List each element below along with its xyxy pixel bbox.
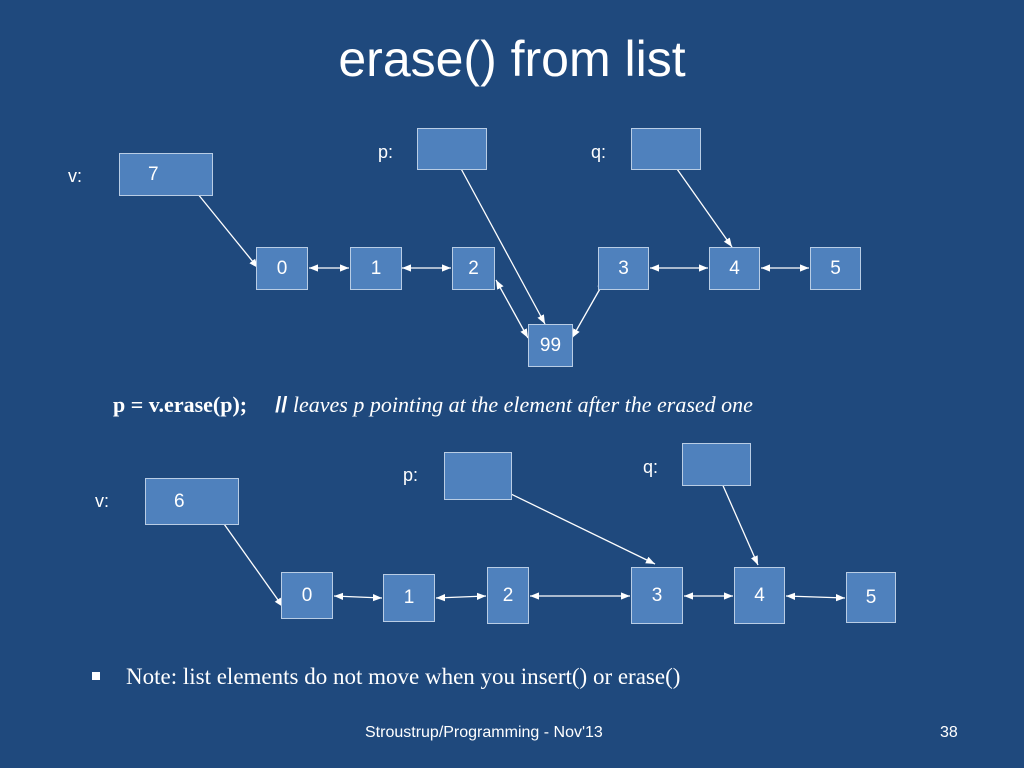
list-node-erased: 99	[528, 324, 573, 367]
v-label: v:	[68, 166, 83, 186]
p-label: p:	[378, 142, 394, 162]
code-statement: p = v.erase(p);	[113, 392, 248, 417]
note-text: Note: list elements do not move when you…	[126, 664, 681, 689]
link-arrow	[785, 592, 846, 602]
list-node: 4	[734, 567, 785, 624]
list-node: 2	[487, 567, 529, 624]
q-pointer-box	[631, 128, 701, 170]
comment-slashes: //	[275, 392, 288, 417]
list-node: 3	[598, 247, 649, 290]
v-node: 7	[119, 153, 213, 196]
link-arrow	[435, 592, 487, 602]
v-node: 6	[145, 478, 239, 525]
slide-title: erase() from list	[338, 31, 686, 87]
q-label: q:	[643, 457, 659, 477]
p-pointer-arrow	[451, 151, 546, 325]
q-pointer-box	[682, 443, 751, 486]
code-line: p = v.erase(p); // leaves p pointing at t…	[113, 392, 753, 418]
list-node: 5	[846, 572, 896, 623]
link-arrow	[495, 279, 529, 339]
note-bullet-item: Note: list elements do not move when you…	[92, 664, 680, 690]
square-bullet-icon	[92, 671, 100, 680]
comment-text: leaves p pointing at the element after t…	[287, 392, 753, 417]
list-node: 0	[256, 247, 308, 290]
p-label: p:	[403, 465, 419, 485]
list-node: 1	[383, 574, 435, 622]
list-node: 1	[350, 247, 402, 290]
slide-number: 38	[940, 724, 958, 741]
code-comment: // leaves p pointing at the element afte…	[275, 392, 753, 417]
list-node: 3	[631, 567, 683, 624]
footer-credit: Stroustrup/Programming - Nov'13	[365, 724, 603, 741]
v-label: v:	[95, 491, 110, 511]
q-pointer-arrow	[716, 471, 759, 566]
link-arrow	[333, 592, 383, 602]
p-pointer-box	[417, 128, 487, 170]
list-node: 5	[810, 247, 861, 290]
list-node: 2	[452, 247, 495, 290]
list-node: 4	[709, 247, 760, 290]
list-node: 0	[281, 572, 333, 619]
p-pointer-box	[444, 452, 512, 500]
q-label: q:	[591, 142, 607, 162]
